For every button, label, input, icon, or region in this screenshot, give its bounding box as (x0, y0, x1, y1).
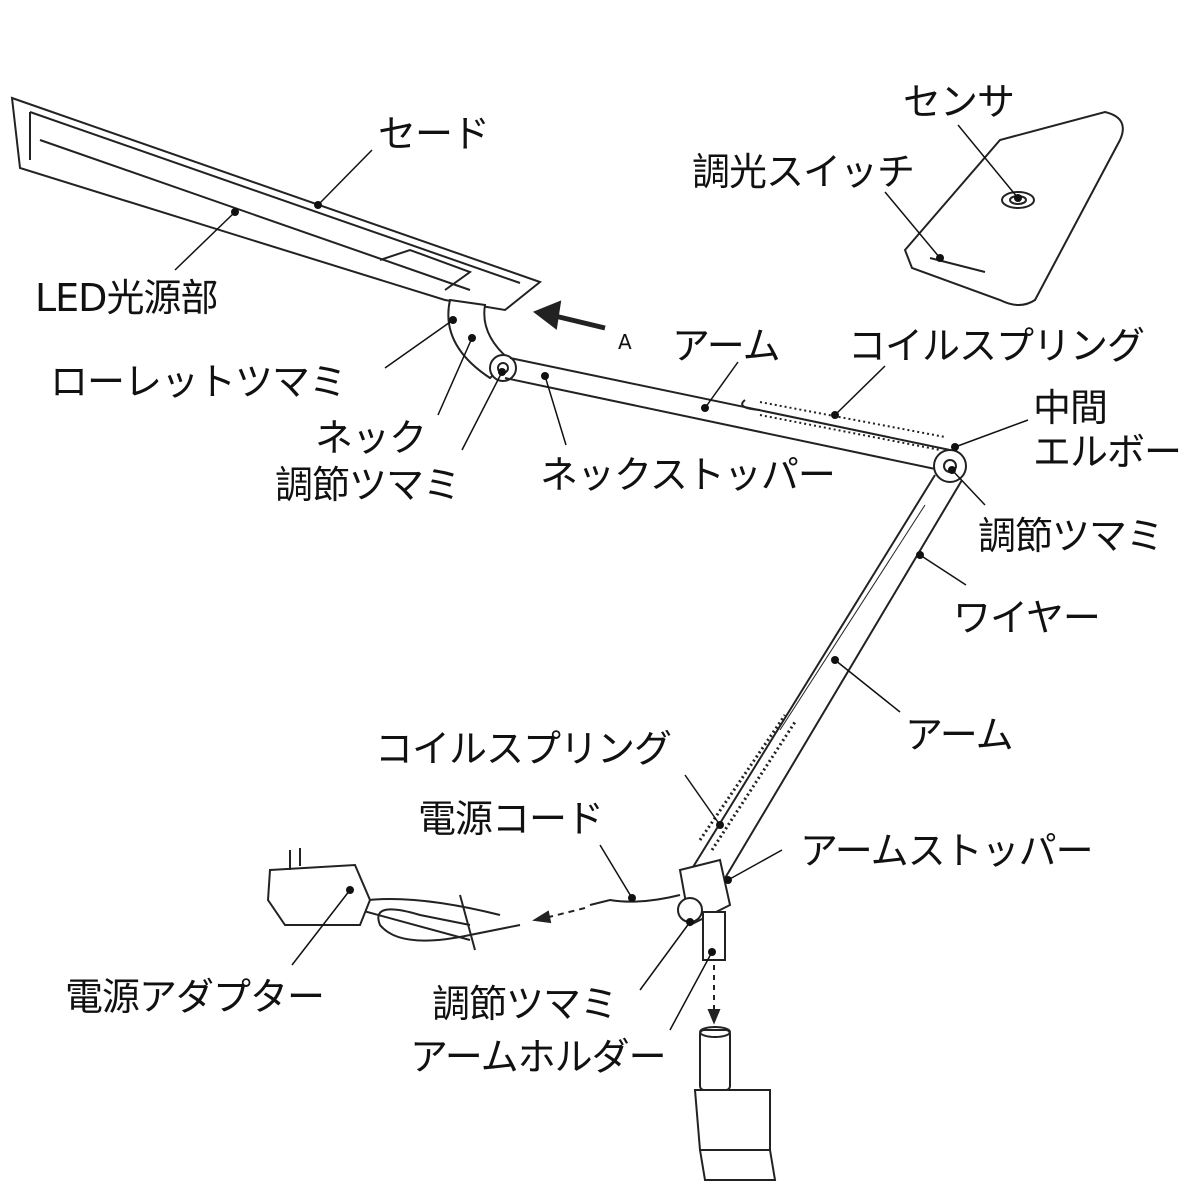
label-coil-spring-lower: コイルスプリング (375, 727, 672, 771)
label-power-cord: 電源コード (418, 797, 604, 841)
shade-drawing (10, 96, 543, 312)
neck-drawing (447, 298, 517, 382)
lower-arm-drawing (684, 474, 963, 896)
power-adapter-drawing (266, 848, 681, 951)
label-arm-holder: アームホルダー (410, 1035, 667, 1079)
label-middle-elbow-1: 中間 (1033, 386, 1108, 430)
label-power-adapter: 電源アダプター (65, 975, 325, 1019)
label-arm-lower: アーム (905, 713, 1014, 757)
label-wire: ワイヤー (953, 596, 1101, 640)
label-led-light-source: LED光源部 (35, 276, 218, 320)
label-arm-upper: アーム (672, 324, 781, 368)
label-adjust-knob-neck: 調節ツマミ (275, 463, 461, 507)
label-shade: セード (378, 112, 490, 156)
leader-dots (231, 194, 1022, 956)
label-neck: ネック (315, 416, 427, 460)
label-knurled-knob: ローレットツマミ (50, 360, 347, 404)
arm-holder-drawing (677, 858, 777, 1181)
label-adjust-knob-elbow: 調節ツマミ (978, 514, 1164, 558)
leader-lines (174, 124, 1029, 1031)
view-arrow (554, 313, 606, 331)
label-coil-spring-upper: コイルスプリング (848, 324, 1145, 368)
sensor-head-drawing (903, 110, 1124, 306)
arrow-head-icon (532, 300, 562, 330)
label-dimmer-switch: 調光スイッチ (692, 150, 915, 194)
upper-arm-drawing (504, 357, 951, 471)
label-view-a: A (618, 330, 632, 354)
label-sensor: センサ (903, 80, 1015, 124)
label-middle-elbow-2: エルボー (1033, 430, 1182, 474)
label-adjust-knob-base: 調節ツマミ (432, 982, 618, 1026)
label-arm-stopper: アームストッパー (800, 829, 1094, 873)
elbow-drawing (933, 449, 967, 483)
label-neck-stopper: ネックストッパー (540, 453, 836, 497)
